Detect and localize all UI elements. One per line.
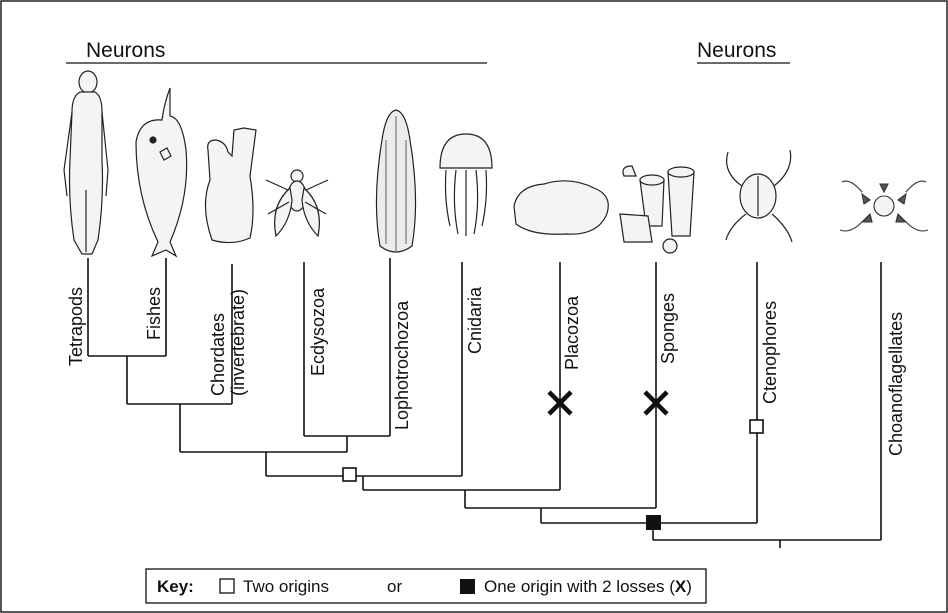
key-item-two-origins: Two origins — [243, 577, 329, 596]
taxon-label-tetrapods: Tetrapods — [66, 287, 86, 366]
taxon-label-cnidaria: Cnidaria — [465, 286, 485, 354]
placozoan-icon — [514, 181, 608, 234]
key-item-one-origin: One origin with 2 losses (X) — [484, 577, 692, 596]
key-connector: or — [387, 577, 402, 596]
neurons-header-right: Neurons — [697, 39, 776, 62]
one-origin-marker — [646, 515, 661, 530]
taxon-label-choanoflagellates: Choanoflagellates — [886, 312, 906, 456]
key-filled-square — [460, 579, 475, 594]
two-origins-marker-ctenophores — [750, 420, 763, 433]
key-item-one-origin-prefix: One origin with 2 losses ( — [484, 577, 675, 596]
taxon-label-lophotrochozoa: Lophotrochozoa — [392, 300, 412, 430]
taxon-label-placozoa: Placozoa — [562, 295, 582, 370]
key-loss-symbol: X — [675, 577, 687, 596]
neurons-header-left: Neurons — [86, 39, 165, 62]
taxon-label-ctenophores: Ctenophores — [760, 301, 780, 404]
taxon-label-fishes: Fishes — [144, 287, 164, 340]
key-item-one-origin-suffix: ) — [686, 577, 692, 596]
taxon-label-sponges: Sponges — [658, 293, 678, 364]
key-legend: Key: Two origins or One origin with 2 lo… — [146, 569, 706, 603]
key-title: Key: — [157, 577, 194, 596]
key-open-square — [220, 579, 234, 593]
taxon-label-ecdysozoa: Ecdysozoa — [308, 287, 328, 376]
taxon-label-chordates-qualifier: (invertebrate) — [228, 289, 248, 396]
taxon-label-chordates: Chordates — [208, 313, 228, 396]
two-origins-marker-cnidaria — [343, 468, 356, 481]
